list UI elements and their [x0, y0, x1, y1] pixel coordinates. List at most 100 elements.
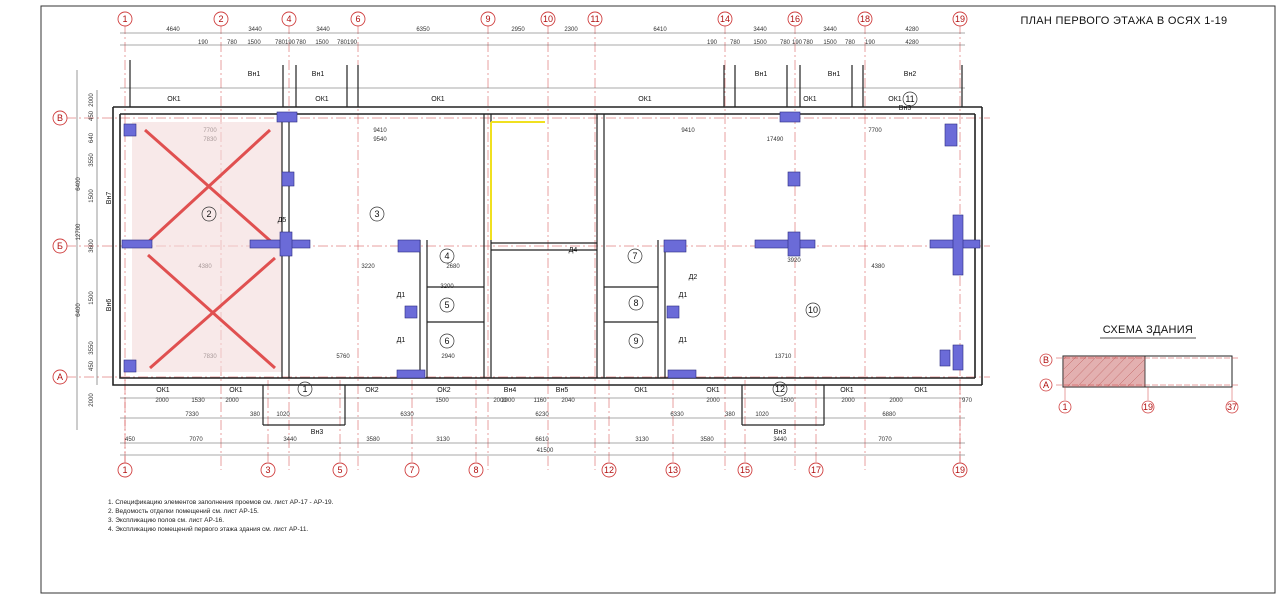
axis-marker-top: 4 [286, 14, 291, 24]
room-number: 11 [905, 94, 914, 104]
axis-marker-bottom-circle [332, 462, 348, 478]
dimension-value: 3130 [436, 437, 450, 443]
note-line: 3. Экспликацию полов см. лист АР-16. [108, 517, 224, 524]
door-label: Вн4 [504, 387, 517, 394]
axis-marker-top: 10 [543, 14, 553, 24]
axis-marker-row: В [57, 113, 63, 123]
axis-marker-row: А [57, 372, 63, 382]
dimension-value: 780 [803, 40, 814, 46]
window-label: ОК1 [840, 387, 854, 394]
room-marker [439, 248, 455, 264]
dimension-value: 1500 [89, 189, 95, 203]
dimension-value: 1530 [191, 398, 205, 404]
dimension-value: 3580 [700, 437, 714, 443]
building-scheme: СХЕМА ЗДАНИЯ В А 1 19 37 [1039, 324, 1240, 414]
dimension-value: 450 [125, 437, 136, 443]
window-label: ОК1 [431, 96, 445, 103]
axis-marker-bottom-circle [952, 462, 968, 478]
scheme-axis-label: 37 [1227, 402, 1237, 412]
door-label: Вн3 [774, 429, 787, 436]
axis-marker-top: 2 [218, 14, 223, 24]
window-label: ОК1 [914, 387, 928, 394]
scheme-row-label: А [1043, 380, 1049, 390]
row-axis-markers: ВБА [52, 110, 68, 385]
dimension-value: 3550 [89, 153, 95, 167]
dimension-value: 7070 [189, 437, 203, 443]
room-number: 2 [206, 209, 211, 219]
room-number: 8 [633, 298, 638, 308]
dimension-value: 1020 [276, 412, 290, 418]
dimension-value: 190 [198, 40, 209, 46]
axis-marker-top-circle [540, 11, 556, 27]
dimension-value: 6400 [76, 177, 82, 191]
total-length-dimension: 41500 [537, 448, 554, 454]
axis-marker-bottom: 5 [337, 465, 342, 475]
dimension-value: 3130 [635, 437, 649, 443]
dimension-value: 6880 [882, 412, 896, 418]
dimension-value: 640 [89, 132, 95, 143]
room-marker [628, 333, 644, 349]
dimension-value: 4640 [166, 27, 180, 33]
dimension-value: 450 [89, 110, 95, 121]
axis-marker-bottom: 13 [668, 465, 678, 475]
axis-marker-row-circle [52, 369, 68, 385]
axis-marker-row-circle [52, 110, 68, 126]
dimension-value: 3580 [366, 437, 380, 443]
door-label: Вн3 [311, 429, 324, 436]
axis-marker-bottom-circle [665, 462, 681, 478]
window-label: ОК1 [315, 96, 329, 103]
room-marker [369, 206, 385, 222]
dimension-value: 1500 [89, 291, 95, 305]
dimension-value: 1500 [247, 40, 261, 46]
door-label: Вн3 [899, 105, 912, 112]
dimension-value: 450 [89, 360, 95, 371]
door-label: Д1 [397, 292, 406, 299]
dimension-value: 780 [337, 40, 348, 46]
dimension-value: 2300 [564, 27, 578, 33]
room-number: 3 [374, 209, 379, 219]
axis-marker-top: 1 [122, 14, 127, 24]
interior-dimension: 7700 [868, 128, 882, 134]
axis-marker-top: 16 [790, 14, 800, 24]
room-marker [902, 91, 918, 107]
room-number: 5 [444, 300, 449, 310]
door-label: Д2 [689, 274, 698, 281]
room-number: 12 [775, 384, 785, 394]
dimension-value: 190 [792, 40, 803, 46]
interior-walls [129, 60, 963, 426]
room-marker [201, 206, 217, 222]
axis-marker-top-circle [787, 11, 803, 27]
dimension-value: 2000 [706, 398, 720, 404]
interior-dimension: 5760 [336, 354, 350, 360]
dimension-value: 1500 [435, 398, 449, 404]
dimension-value: 7070 [878, 437, 892, 443]
axis-marker-top-circle [117, 11, 133, 27]
room-number: 7 [632, 251, 637, 261]
window-label: ОК1 [888, 96, 902, 103]
dimension-value: 3440 [283, 437, 297, 443]
door-label: Д4 [569, 247, 578, 254]
dimension-value: 380 [250, 412, 261, 418]
sheet-title: ПЛАН ПЕРВОГО ЭТАЖА В ОСЯХ 1-19 [1021, 15, 1228, 27]
dimension-value: 3440 [753, 27, 767, 33]
dimension-value: 190 [347, 40, 358, 46]
axis-marker-top: 14 [720, 14, 730, 24]
door-label: Вн5 [556, 387, 569, 394]
dimension-value: 2000 [225, 398, 239, 404]
axis-marker-top-circle [717, 11, 733, 27]
room-number: 6 [444, 336, 449, 346]
interior-dimension: 9410 [373, 128, 387, 134]
dimension-value: 12700 [76, 223, 82, 240]
scheme-axis-label: 19 [1143, 402, 1153, 412]
dimension-value: 2950 [511, 27, 525, 33]
room-marker [627, 248, 643, 264]
interior-dimension: 17490 [767, 137, 784, 143]
dimension-value: 190 [707, 40, 718, 46]
window-label: ОК1 [638, 96, 652, 103]
